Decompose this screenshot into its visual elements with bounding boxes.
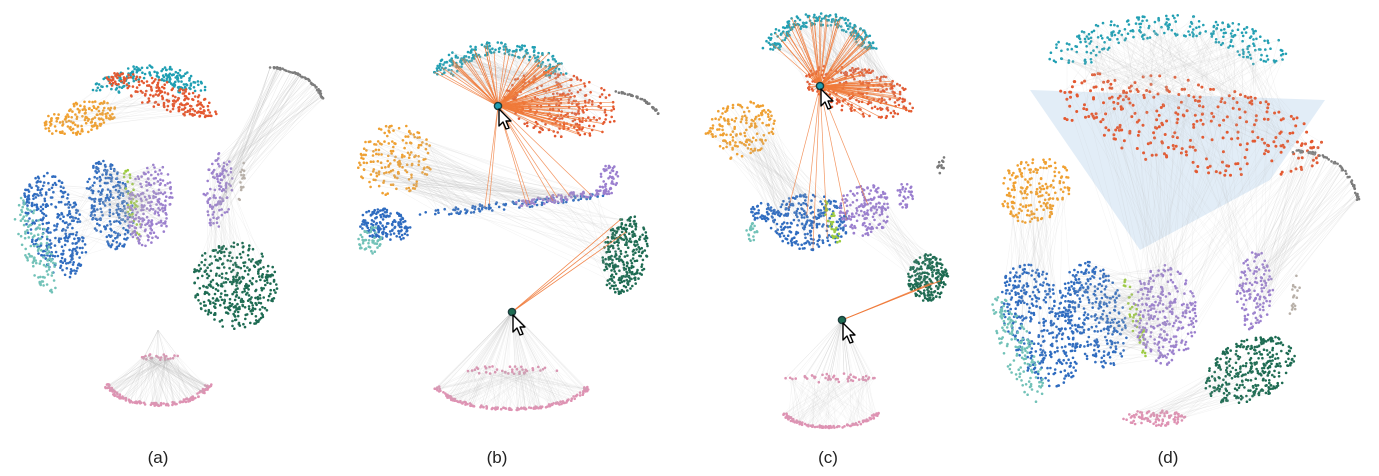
cluster-light-teal xyxy=(745,222,759,242)
highlight-edges-c-down xyxy=(788,85,869,250)
cluster-orange-red xyxy=(105,72,218,119)
panel-c-network xyxy=(704,12,950,430)
highlight-edges-b-top xyxy=(434,44,562,107)
cluster-purple-right xyxy=(598,164,620,196)
cluster-pink-mid xyxy=(784,372,876,384)
selected-node-b-bottom xyxy=(507,307,517,317)
highlight-edges-c-top xyxy=(772,15,872,87)
cluster-blue xyxy=(769,193,849,252)
edges-c-pink xyxy=(783,374,877,429)
cluster-orange-red xyxy=(1059,72,1323,177)
edges-a-blue xyxy=(25,164,133,275)
highlight-edges-c-red xyxy=(808,69,912,118)
cluster-pink xyxy=(782,411,880,430)
edges-d-gray xyxy=(1236,150,1360,330)
edges-d-focus xyxy=(1064,73,1322,365)
panel-label-d: (d) xyxy=(1157,448,1179,467)
cluster-orange xyxy=(43,100,117,136)
cluster-purple xyxy=(126,163,174,248)
cluster-dark-green xyxy=(907,253,950,302)
cluster-pink-top xyxy=(466,365,559,376)
cluster-purple xyxy=(1132,264,1198,366)
cluster-purple-right xyxy=(896,183,914,209)
cluster-pink xyxy=(433,385,590,412)
cursor-arrow-icon xyxy=(820,88,834,110)
edges-a-green xyxy=(195,153,268,326)
cluster-light-gray xyxy=(237,161,246,202)
cluster-blue-left xyxy=(750,201,775,223)
cluster-pink xyxy=(104,383,213,408)
edges-c-green xyxy=(840,186,946,300)
cluster-teal xyxy=(1048,14,1288,66)
cluster-purple-right xyxy=(1235,251,1275,331)
cluster-lime xyxy=(1122,278,1147,358)
edges-a-gray xyxy=(205,67,324,227)
edges-d-bottom xyxy=(1129,337,1289,426)
cluster-light-teal xyxy=(357,225,383,255)
cluster-light-gray xyxy=(1288,274,1301,315)
highlight-edges-b-lower xyxy=(511,219,627,313)
cursor-arrow-icon xyxy=(842,322,856,344)
selected-node-c-top xyxy=(815,81,825,91)
edges-d-top xyxy=(1056,15,1322,175)
panel-b-network xyxy=(357,41,660,412)
panel-label-b: (b) xyxy=(486,448,508,467)
edges-c-mid xyxy=(705,104,845,250)
cluster-gray xyxy=(268,66,325,100)
cluster-gray xyxy=(1291,149,1361,201)
edges-b-pink xyxy=(434,366,589,410)
cluster-orange xyxy=(1001,158,1071,224)
edges-a-pink xyxy=(105,354,211,406)
cluster-gray xyxy=(936,156,946,175)
cluster-gray xyxy=(614,90,660,115)
panel-label-a: (a) xyxy=(147,448,169,467)
cluster-purple-right xyxy=(202,152,234,228)
cluster-orange xyxy=(704,100,776,160)
cluster-dark-green xyxy=(1204,335,1296,405)
cluster-lime xyxy=(122,168,142,240)
cluster-blue xyxy=(359,207,412,241)
panel-label-c: (c) xyxy=(818,448,838,467)
cluster-light-teal xyxy=(13,196,57,294)
edges-a-center xyxy=(86,161,172,250)
cluster-light-teal xyxy=(991,296,1045,404)
selected-node-c-bottom xyxy=(837,315,847,325)
edges-a-top xyxy=(45,74,200,131)
cluster-blue-mid xyxy=(85,159,135,251)
cluster-purple xyxy=(838,184,890,237)
edges-d-left xyxy=(1005,161,1076,374)
cluster-pink-top xyxy=(140,353,179,362)
cluster-orange-red xyxy=(503,70,616,138)
cluster-orange xyxy=(357,124,432,196)
cluster-blue-mid xyxy=(1063,260,1128,369)
edges-a-stem xyxy=(143,329,178,360)
cluster-pink xyxy=(1122,409,1187,427)
edges-d-center xyxy=(1064,261,1196,365)
edges-b-pinkfan xyxy=(434,311,589,410)
panel-d-network xyxy=(991,14,1361,427)
cluster-dark-green xyxy=(193,241,279,331)
selected-node-b-top xyxy=(493,101,503,111)
cursor-arrow-icon xyxy=(512,314,526,336)
cursor-arrow-icon xyxy=(498,108,512,130)
panel-a-network xyxy=(13,64,325,408)
edges-c-pinkfan xyxy=(785,319,875,383)
focus-region xyxy=(1030,90,1325,250)
cluster-dark-green xyxy=(601,215,649,296)
highlight-edges-c-lower xyxy=(841,280,941,321)
